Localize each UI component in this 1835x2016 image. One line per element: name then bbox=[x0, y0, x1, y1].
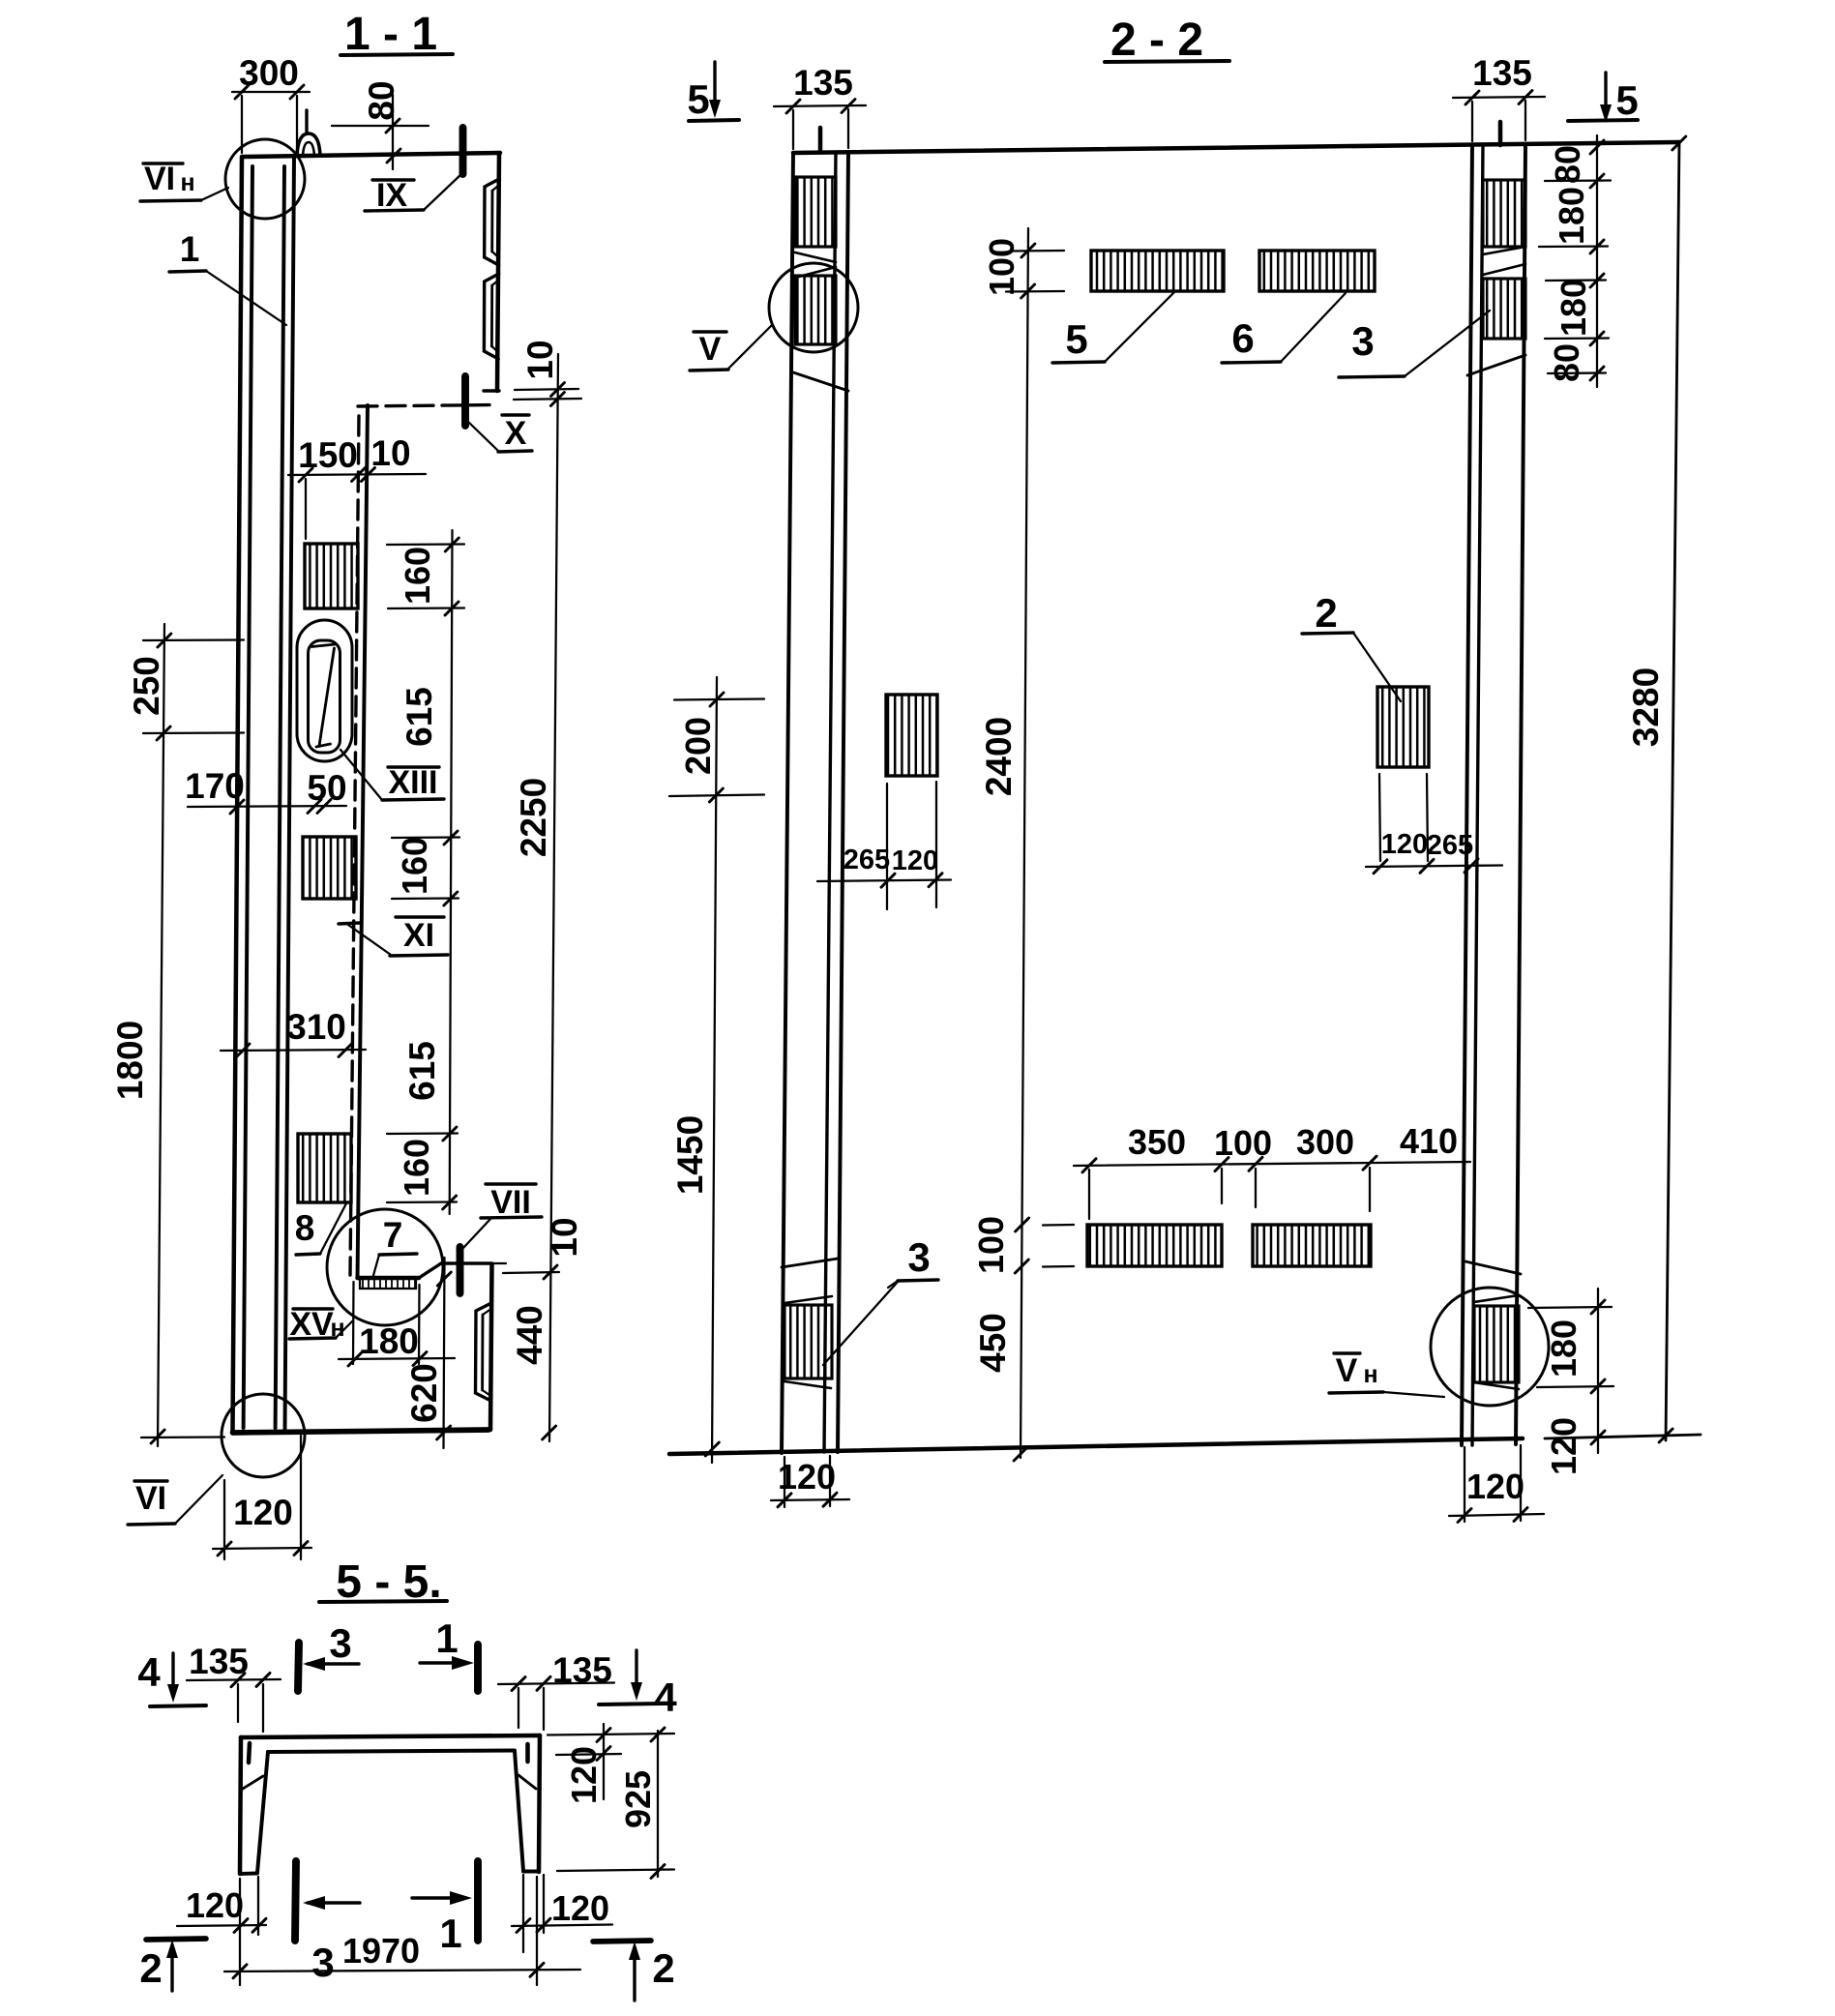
svg-text:XIII: XIII bbox=[388, 764, 437, 801]
svg-text:160: 160 bbox=[395, 837, 434, 895]
svg-text:2400: 2400 bbox=[979, 717, 1019, 796]
svg-text:160: 160 bbox=[397, 1139, 436, 1197]
svg-text:350: 350 bbox=[1128, 1122, 1186, 1162]
svg-text:н: н bbox=[180, 169, 194, 196]
svg-text:150: 150 bbox=[298, 435, 358, 475]
svg-text:135: 135 bbox=[1472, 53, 1532, 93]
svg-text:10: 10 bbox=[545, 1217, 584, 1257]
svg-text:3: 3 bbox=[329, 1620, 351, 1666]
svg-text:5: 5 bbox=[687, 76, 709, 122]
svg-text:120: 120 bbox=[778, 1457, 836, 1497]
svg-text:6: 6 bbox=[1231, 315, 1254, 361]
svg-text:н: н bbox=[1363, 1361, 1377, 1388]
svg-text:180: 180 bbox=[1544, 1319, 1583, 1378]
svg-text:170: 170 bbox=[185, 766, 245, 806]
svg-text:450: 450 bbox=[973, 1313, 1013, 1373]
svg-text:2: 2 bbox=[139, 1945, 162, 1991]
svg-text:80: 80 bbox=[1547, 343, 1586, 382]
svg-text:615: 615 bbox=[400, 687, 439, 747]
svg-text:440: 440 bbox=[510, 1305, 549, 1365]
svg-text:XI: XI bbox=[403, 917, 434, 954]
svg-text:160: 160 bbox=[398, 547, 437, 605]
svg-text:5: 5 bbox=[1065, 316, 1087, 362]
svg-text:1970: 1970 bbox=[342, 1931, 420, 1971]
svg-text:135: 135 bbox=[793, 63, 853, 103]
svg-text:100: 100 bbox=[982, 238, 1021, 296]
svg-text:X: X bbox=[505, 415, 527, 452]
svg-text:180: 180 bbox=[1552, 187, 1591, 245]
svg-text:120: 120 bbox=[186, 1885, 244, 1925]
svg-text:10: 10 bbox=[520, 340, 560, 379]
svg-text:100: 100 bbox=[1214, 1123, 1272, 1163]
svg-text:VI: VI bbox=[135, 1480, 166, 1517]
svg-text:IX: IX bbox=[376, 177, 407, 214]
svg-text:300: 300 bbox=[239, 53, 299, 93]
svg-text:100: 100 bbox=[971, 1216, 1011, 1274]
svg-text:300: 300 bbox=[1296, 1122, 1354, 1162]
svg-text:10: 10 bbox=[370, 433, 410, 473]
svg-text:120: 120 bbox=[564, 1746, 604, 1804]
svg-text:VII: VII bbox=[490, 1184, 531, 1221]
svg-text:310: 310 bbox=[286, 1007, 346, 1047]
svg-text:120: 120 bbox=[892, 845, 938, 876]
svg-text:615: 615 bbox=[402, 1041, 442, 1101]
svg-text:1 - 1: 1 - 1 bbox=[344, 9, 437, 60]
svg-text:н: н bbox=[330, 1315, 344, 1342]
svg-text:120: 120 bbox=[1466, 1467, 1524, 1506]
svg-text:3280: 3280 bbox=[1626, 667, 1666, 747]
svg-text:5: 5 bbox=[1615, 77, 1638, 123]
svg-text:120: 120 bbox=[551, 1888, 609, 1928]
svg-text:1800: 1800 bbox=[110, 1021, 150, 1100]
svg-text:180: 180 bbox=[359, 1321, 419, 1361]
svg-text:925: 925 bbox=[618, 1770, 658, 1828]
svg-text:265: 265 bbox=[844, 845, 890, 875]
svg-text:5 - 5.: 5 - 5. bbox=[336, 1556, 441, 1608]
svg-text:3: 3 bbox=[907, 1234, 930, 1280]
svg-text:1: 1 bbox=[439, 1911, 461, 1956]
svg-text:200: 200 bbox=[678, 717, 718, 775]
svg-text:250: 250 bbox=[127, 656, 166, 716]
svg-text:135: 135 bbox=[552, 1650, 612, 1690]
svg-text:4: 4 bbox=[137, 1649, 161, 1695]
svg-text:1: 1 bbox=[180, 229, 200, 269]
svg-text:80: 80 bbox=[362, 80, 401, 120]
svg-text:4: 4 bbox=[654, 1675, 677, 1720]
svg-text:8: 8 bbox=[295, 1208, 315, 1248]
svg-text:V: V bbox=[699, 331, 722, 368]
svg-text:2: 2 bbox=[1315, 590, 1337, 636]
svg-text:2250: 2250 bbox=[514, 778, 553, 857]
svg-text:135: 135 bbox=[189, 1642, 249, 1681]
svg-text:120: 120 bbox=[233, 1493, 293, 1532]
svg-text:VI: VI bbox=[144, 161, 175, 197]
svg-text:180: 180 bbox=[1554, 279, 1593, 337]
svg-text:1: 1 bbox=[435, 1616, 458, 1661]
svg-text:2 - 2: 2 - 2 bbox=[1110, 15, 1203, 66]
svg-text:3: 3 bbox=[1351, 318, 1374, 364]
svg-text:410: 410 bbox=[1400, 1121, 1458, 1161]
svg-text:3: 3 bbox=[311, 1940, 334, 1985]
svg-text:120: 120 bbox=[1381, 829, 1428, 860]
svg-text:50: 50 bbox=[307, 768, 346, 808]
svg-text:7: 7 bbox=[383, 1215, 403, 1255]
svg-text:V: V bbox=[1336, 1352, 1358, 1389]
svg-text:80: 80 bbox=[1548, 145, 1587, 184]
svg-text:620: 620 bbox=[404, 1363, 444, 1423]
svg-text:2: 2 bbox=[652, 1945, 674, 1991]
svg-text:120: 120 bbox=[1544, 1417, 1583, 1475]
svg-text:265: 265 bbox=[1427, 830, 1473, 861]
svg-text:1450: 1450 bbox=[670, 1115, 710, 1195]
